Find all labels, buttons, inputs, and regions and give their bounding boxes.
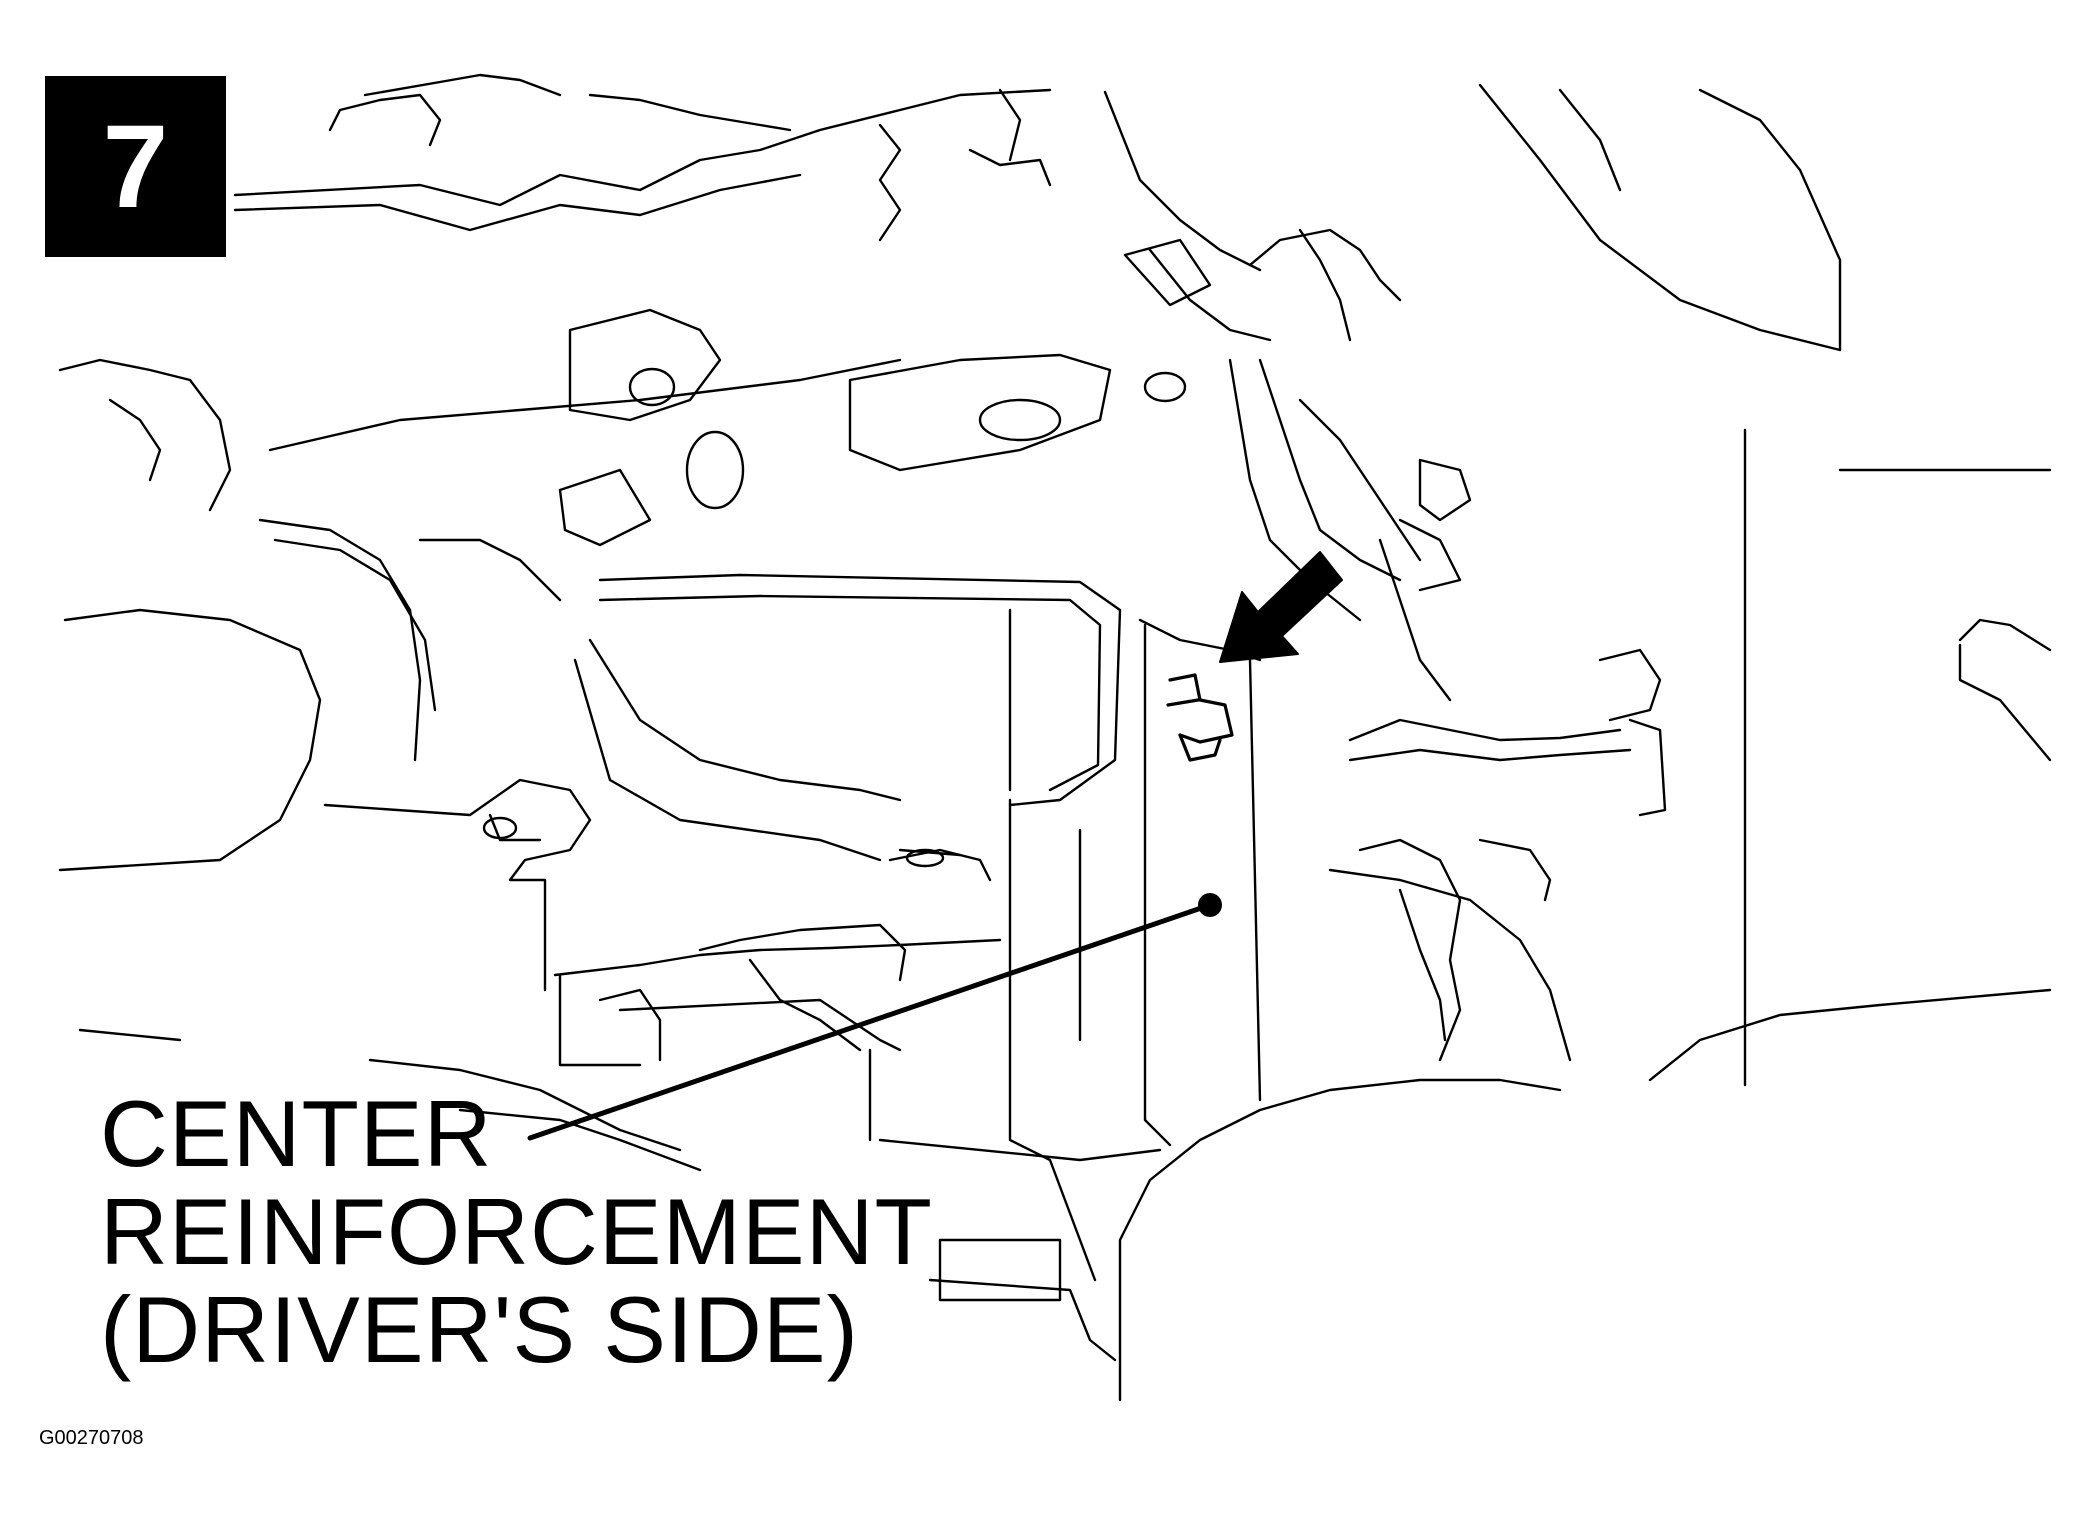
callout-label: CENTER REINFORCEMENT (DRIVER'S SIDE)	[100, 1085, 933, 1379]
step-number-badge: 7	[45, 76, 226, 257]
right-side-harness	[1228, 358, 1667, 1062]
lower-brackets	[323, 778, 1002, 1142]
harness-clip	[1166, 673, 1234, 762]
step-number: 7	[102, 100, 169, 233]
indicator-arrow	[1219, 551, 1343, 663]
upper-wiring-harness	[233, 73, 1402, 342]
callout-leader-dot	[1198, 893, 1222, 917]
figure-id: G00270708	[39, 1427, 144, 1449]
harness-connectors	[558, 238, 1472, 702]
callout-leader-line	[527, 902, 1213, 1141]
steering-column-outline	[78, 83, 2052, 1402]
callout-line-1: CENTER	[100, 1081, 493, 1186]
left-duct	[58, 358, 902, 872]
center-reinforcement-frame	[573, 573, 1262, 1282]
callout-line-2: REINFORCEMENT	[100, 1179, 933, 1284]
callout-line-3: (DRIVER'S SIDE)	[100, 1277, 859, 1382]
